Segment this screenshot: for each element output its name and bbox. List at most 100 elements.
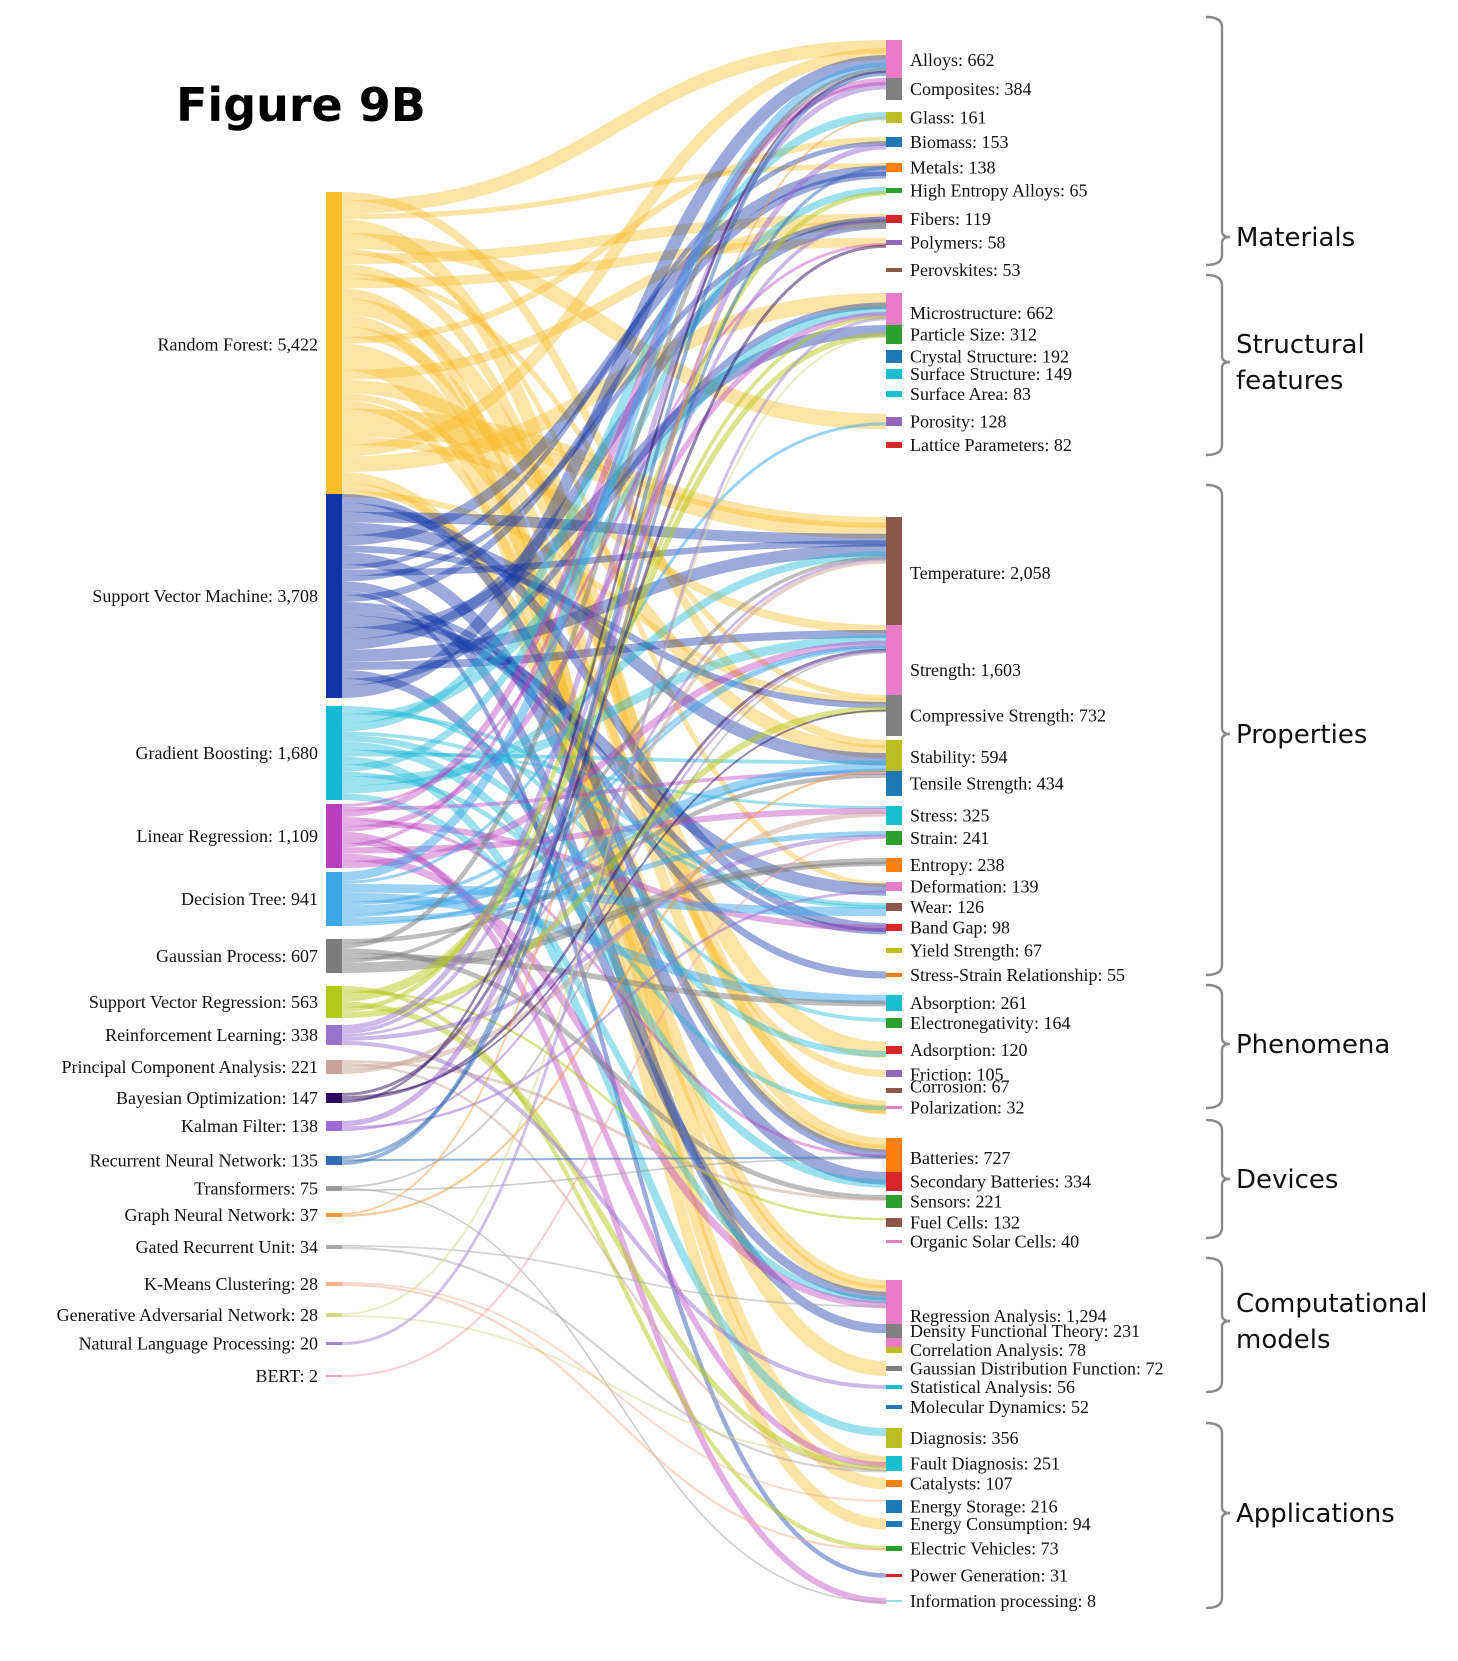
source-node-gaussian-process[interactable] bbox=[326, 939, 342, 973]
source-node-generative-adversarial-network[interactable] bbox=[326, 1313, 342, 1317]
target-node-crystal-structure[interactable] bbox=[886, 350, 902, 363]
source-node-principal-component-analysis[interactable] bbox=[326, 1060, 342, 1074]
target-node-density-functional-theory[interactable] bbox=[886, 1324, 902, 1338]
source-node-random-forest[interactable] bbox=[326, 192, 342, 497]
source-node-reinforcement-learning[interactable] bbox=[326, 1025, 342, 1045]
link-random-forest bbox=[341, 163, 887, 220]
source-node-recurrent-neural-network[interactable] bbox=[326, 1156, 342, 1165]
target-node-microstructure[interactable] bbox=[886, 293, 902, 333]
target-node-yield-strength[interactable] bbox=[886, 948, 902, 953]
source-node-bert[interactable] bbox=[326, 1375, 342, 1377]
target-node-information-processing[interactable] bbox=[886, 1600, 902, 1602]
target-node-band-gap[interactable] bbox=[886, 924, 902, 931]
target-node-electronegativity[interactable] bbox=[886, 1018, 902, 1028]
target-node-high-entropy-alloys[interactable] bbox=[886, 188, 902, 193]
target-node-statistical-analysis[interactable] bbox=[886, 1385, 902, 1389]
target-node-surface-structure[interactable] bbox=[886, 369, 902, 379]
target-node-stress-strain-relationship[interactable] bbox=[886, 973, 902, 977]
link-transformers bbox=[341, 1157, 887, 1192]
target-node-sensors[interactable] bbox=[886, 1195, 902, 1208]
link-linear-regression bbox=[341, 640, 887, 869]
target-label-deformation: Deformation: 139 bbox=[910, 877, 1038, 897]
target-node-batteries[interactable] bbox=[886, 1138, 902, 1178]
link-decision-tree bbox=[341, 62, 887, 881]
target-label-polymers: Polymers: 58 bbox=[910, 233, 1006, 253]
source-node-gradient-boosting[interactable] bbox=[326, 706, 342, 800]
target-node-surface-area[interactable] bbox=[886, 391, 902, 397]
source-node-bayesian-optimization[interactable] bbox=[326, 1093, 342, 1103]
target-node-wear[interactable] bbox=[886, 903, 902, 911]
source-node-transformers[interactable] bbox=[326, 1186, 342, 1191]
target-node-fault-diagnosis[interactable] bbox=[886, 1456, 902, 1471]
target-node-porosity[interactable] bbox=[886, 417, 902, 426]
target-node-lattice-parameters[interactable] bbox=[886, 442, 902, 448]
target-node-strength[interactable] bbox=[886, 625, 902, 715]
target-label-secondary-batteries: Secondary Batteries: 334 bbox=[910, 1172, 1091, 1192]
target-node-fuel-cells[interactable] bbox=[886, 1218, 902, 1227]
source-node-kalman-filter[interactable] bbox=[326, 1121, 342, 1131]
target-node-molecular-dynamics[interactable] bbox=[886, 1405, 902, 1409]
link-transformers bbox=[341, 1187, 887, 1603]
link-gradient-boosting bbox=[341, 112, 887, 732]
source-node-graph-neural-network[interactable] bbox=[326, 1213, 342, 1217]
source-node-natural-language-processing[interactable] bbox=[326, 1342, 342, 1345]
target-node-adsorption[interactable] bbox=[886, 1046, 902, 1054]
target-node-perovskites[interactable] bbox=[886, 268, 902, 272]
target-node-stress[interactable] bbox=[886, 806, 902, 825]
target-node-temperature[interactable] bbox=[886, 517, 902, 629]
target-node-compressive-strength[interactable] bbox=[886, 695, 902, 736]
target-node-stability[interactable] bbox=[886, 740, 902, 774]
target-label-glass: Glass: 161 bbox=[910, 108, 987, 128]
target-node-entropy[interactable] bbox=[886, 858, 902, 872]
target-label-power-generation: Power Generation: 31 bbox=[910, 1566, 1068, 1586]
target-label-correlation-analysis: Correlation Analysis: 78 bbox=[910, 1340, 1086, 1360]
target-node-friction[interactable] bbox=[886, 1070, 902, 1077]
target-node-metals[interactable] bbox=[886, 163, 902, 172]
source-node-support-vector-machine[interactable] bbox=[326, 494, 342, 698]
source-label-principal-component-analysis: Principal Component Analysis: 221 bbox=[62, 1057, 319, 1077]
target-node-diagnosis[interactable] bbox=[886, 1428, 902, 1448]
target-node-electric-vehicles[interactable] bbox=[886, 1546, 902, 1551]
target-node-energy-consumption[interactable] bbox=[886, 1521, 902, 1527]
target-node-power-generation[interactable] bbox=[886, 1574, 902, 1577]
source-label-bert: BERT: 2 bbox=[255, 1366, 318, 1386]
target-node-catalysts[interactable] bbox=[886, 1480, 902, 1487]
target-node-correlation-analysis[interactable] bbox=[886, 1347, 902, 1353]
target-node-tensile-strength[interactable] bbox=[886, 771, 902, 796]
target-node-polarization[interactable] bbox=[886, 1106, 902, 1109]
target-node-gaussian-distribution-function[interactable] bbox=[886, 1366, 902, 1371]
link-random-forest bbox=[341, 39, 887, 215]
target-node-corrosion[interactable] bbox=[886, 1088, 902, 1093]
source-node-linear-regression[interactable] bbox=[326, 804, 342, 868]
source-node-k-means-clustering[interactable] bbox=[326, 1282, 342, 1286]
target-label-diagnosis: Diagnosis: 356 bbox=[910, 1428, 1019, 1448]
target-node-energy-storage[interactable] bbox=[886, 1500, 902, 1513]
source-label-linear-regression: Linear Regression: 1,109 bbox=[137, 826, 318, 846]
link-support-vector-machine bbox=[341, 165, 887, 546]
target-node-alloys[interactable] bbox=[886, 40, 902, 80]
target-node-deformation[interactable] bbox=[886, 882, 902, 891]
link-support-vector-machine bbox=[341, 630, 887, 670]
bracket-applications bbox=[1205, 1421, 1231, 1610]
target-node-secondary-batteries[interactable] bbox=[886, 1172, 902, 1191]
target-node-glass[interactable] bbox=[886, 112, 902, 123]
link-support-vector-machine bbox=[341, 218, 887, 650]
target-node-biomass[interactable] bbox=[886, 137, 902, 147]
target-node-composites[interactable] bbox=[886, 78, 902, 100]
target-node-absorption[interactable] bbox=[886, 995, 902, 1011]
target-node-organic-solar-cells[interactable] bbox=[886, 1240, 902, 1243]
target-node-fibers[interactable] bbox=[886, 215, 902, 223]
link-linear-regression bbox=[341, 817, 887, 1158]
target-node-strain[interactable] bbox=[886, 831, 902, 845]
target-node-regression-analysis[interactable] bbox=[886, 1280, 902, 1352]
target-node-particle-size[interactable] bbox=[886, 325, 902, 344]
source-node-support-vector-regression[interactable] bbox=[326, 986, 342, 1018]
source-label-recurrent-neural-network: Recurrent Neural Network: 135 bbox=[90, 1151, 318, 1171]
target-node-polymers[interactable] bbox=[886, 240, 902, 245]
source-node-decision-tree[interactable] bbox=[326, 872, 342, 926]
source-label-graph-neural-network: Graph Neural Network: 37 bbox=[125, 1205, 318, 1225]
source-node-gated-recurrent-unit[interactable] bbox=[326, 1245, 342, 1249]
target-label-electronegativity: Electronegativity: 164 bbox=[910, 1013, 1070, 1033]
